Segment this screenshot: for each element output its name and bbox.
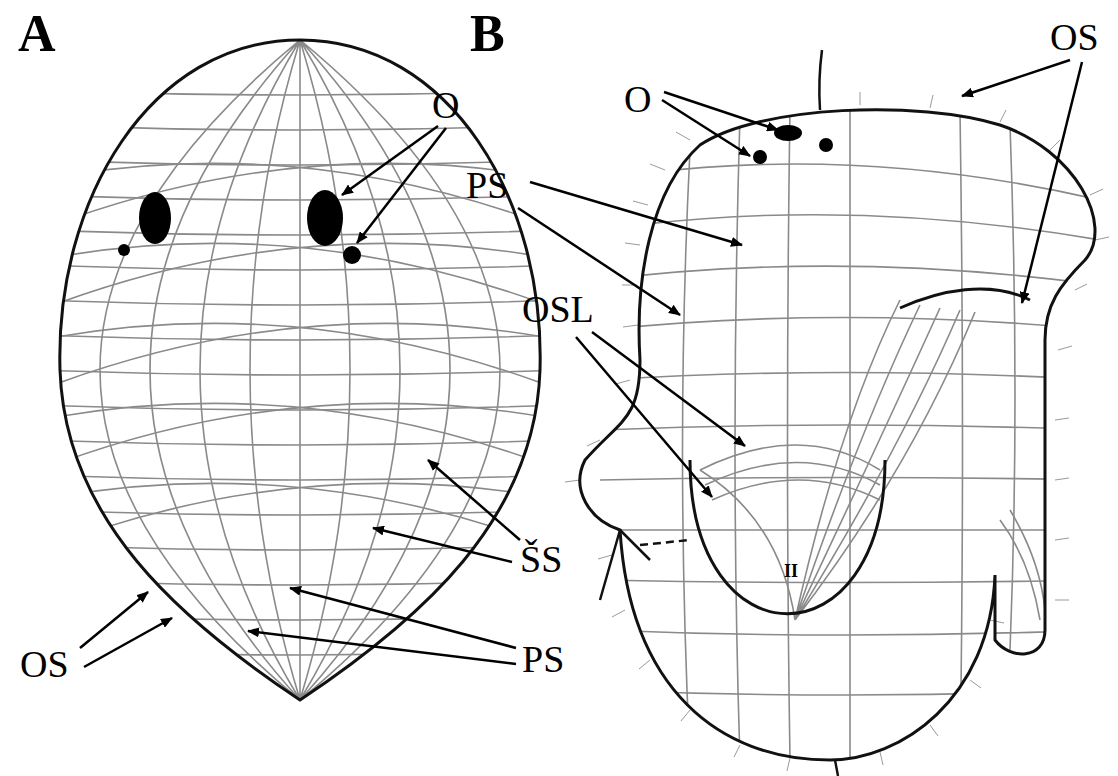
- part-label: OS: [20, 645, 69, 683]
- lobe-line: [900, 289, 1030, 308]
- part-label: O: [624, 80, 651, 118]
- part-label: II: [784, 562, 798, 580]
- part-label: PS: [466, 166, 508, 204]
- eyespot: [307, 190, 343, 246]
- eyespot: [118, 244, 130, 256]
- part-label: PS: [522, 640, 564, 678]
- tail-tuft: [835, 760, 838, 776]
- eyespot: [774, 125, 802, 141]
- dashed-line: [640, 540, 690, 545]
- body-outline-b: [580, 110, 1095, 760]
- grid-b: [600, 102, 1100, 760]
- eyespot: [343, 246, 361, 264]
- part-label: OSL: [522, 290, 594, 328]
- body-outline-a: [60, 40, 540, 700]
- part-label: ŠS: [520, 540, 562, 578]
- side-line: [600, 530, 650, 600]
- part-label: OS: [1050, 18, 1099, 56]
- cilia: [565, 92, 1109, 771]
- eyespot: [819, 138, 833, 152]
- eyespot: [139, 192, 171, 244]
- leader-arrows: [80, 60, 1082, 667]
- panel-letter: B: [470, 8, 505, 60]
- apical-tuft: [819, 50, 822, 110]
- part-label: O: [432, 86, 459, 124]
- grid-a: [40, 40, 560, 700]
- oral-cup: [690, 460, 885, 614]
- eyespot: [753, 150, 767, 164]
- panel-letter: A: [18, 8, 56, 60]
